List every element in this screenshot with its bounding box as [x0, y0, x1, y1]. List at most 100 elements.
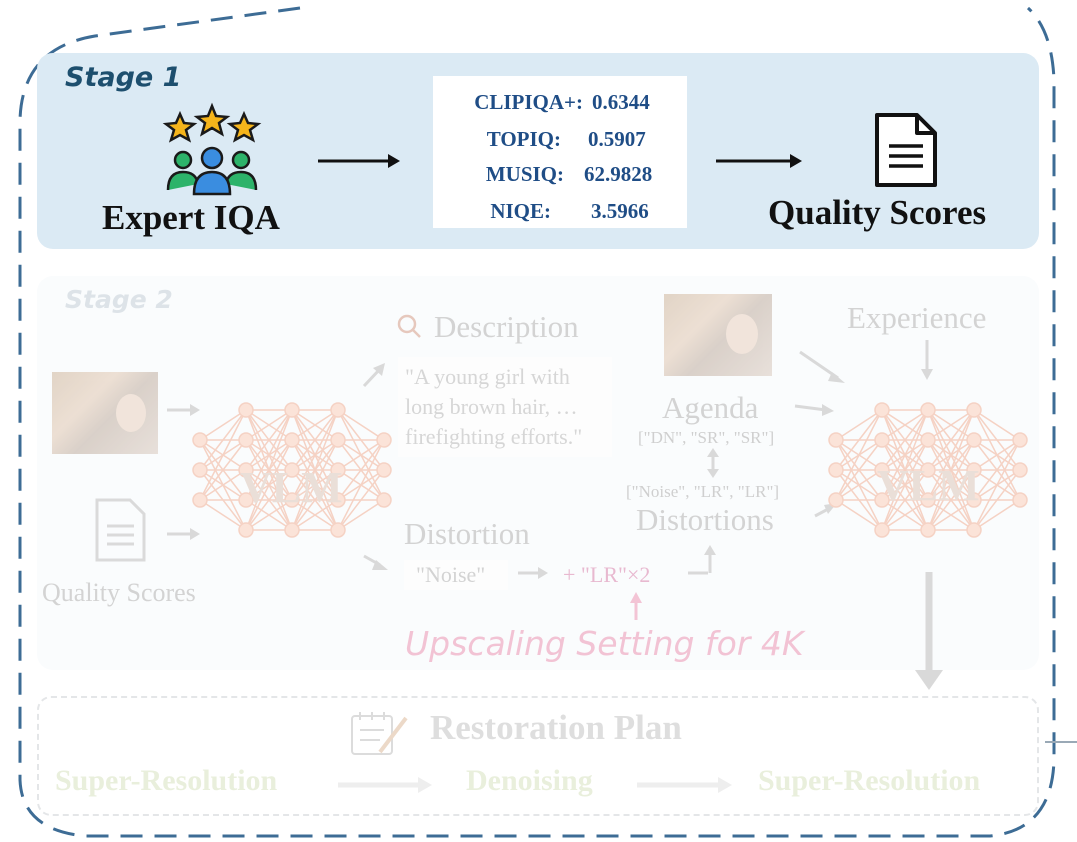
network-edge [291, 469, 339, 531]
network-node [330, 462, 346, 478]
network-edge [337, 439, 385, 501]
noise-label: "Noise" [416, 562, 486, 587]
stage2-arrows [167, 340, 943, 690]
metric-name-topiq: TOPIQ: [486, 127, 561, 151]
description-text: "A young girl with long brown hair, … fi… [405, 364, 583, 449]
network-edge [881, 499, 929, 531]
document-icon [875, 113, 937, 187]
network-edge [291, 499, 339, 531]
expert-iqa-label: Expert IQA [102, 198, 280, 237]
network-edge [973, 439, 1021, 531]
metric-name-musiq: MUSIQ: [485, 162, 564, 186]
network-node [874, 492, 890, 508]
network-node [376, 492, 392, 508]
network-node [874, 432, 890, 448]
metric-value-niqe: 3.5966 [591, 199, 649, 223]
network-node [238, 462, 254, 478]
network-node [192, 492, 208, 508]
arrow-expert-to-scores [318, 154, 400, 168]
network-node [238, 522, 254, 538]
network-edge [927, 499, 975, 531]
metric-scores-box [433, 76, 687, 228]
vlm-network-left [192, 402, 392, 538]
network-edge [337, 439, 385, 531]
network-edge [291, 409, 339, 471]
network-node [376, 462, 392, 478]
expert-stars-icon [162, 102, 262, 143]
network-edge [973, 469, 1021, 531]
reference-image [664, 294, 772, 376]
network-node [874, 462, 890, 478]
network-edge [337, 439, 385, 471]
quality-scores-label: Quality Scores [768, 193, 987, 232]
network-edge [337, 499, 385, 531]
restoration-plan-box [37, 696, 1039, 816]
plan-arrows [338, 777, 732, 793]
network-edge [199, 439, 247, 501]
network-node [376, 432, 392, 448]
arrow-scores-to-quality [716, 154, 802, 168]
network-edge [927, 469, 975, 531]
network-edge [245, 469, 293, 531]
network-edge [199, 469, 247, 501]
network-edge [835, 469, 883, 501]
plan-step-3: Super-Resolution [758, 764, 981, 797]
network-edge [927, 409, 975, 531]
metric-name-clipiqa: CLIPIQA+: [474, 90, 583, 114]
network-edge [881, 409, 929, 501]
network-node [828, 432, 844, 448]
network-edge [245, 409, 293, 441]
network-edge [927, 409, 975, 501]
outer-dashed-frame [18, 6, 1056, 838]
network-edge [835, 499, 883, 531]
plan-clipboard-icon [351, 712, 408, 755]
network-node [284, 462, 300, 478]
network-node [920, 402, 936, 418]
distortions-label: Distortions [636, 502, 774, 537]
network-edge [835, 409, 883, 471]
network-edge [835, 409, 883, 501]
network-node [1012, 462, 1028, 478]
network-node [192, 462, 208, 478]
network-edge [245, 499, 293, 531]
network-node [920, 462, 936, 478]
network-edge [199, 409, 247, 441]
restoration-plan-title: Restoration Plan [430, 708, 682, 747]
network-edge [927, 409, 975, 471]
upscaling-arrow [630, 592, 642, 620]
vlm-right-label: VLM [877, 461, 980, 510]
network-node [330, 492, 346, 508]
magnifier-icon [397, 314, 421, 338]
distortion-label: Distortion [404, 516, 530, 551]
network-edge [337, 409, 385, 441]
network-node [284, 402, 300, 418]
network-node [284, 522, 300, 538]
network-node [238, 432, 254, 448]
network-node [920, 522, 936, 538]
distortion-list: ["Noise", "LR", "LR"] [626, 482, 780, 501]
network-node [192, 432, 208, 448]
network-node [874, 522, 890, 538]
vlm-left-label: VLM [240, 463, 343, 512]
network-node [966, 462, 982, 478]
network-edge [199, 409, 247, 501]
plan-step-2: Denoising [466, 764, 593, 797]
network-edge [881, 409, 929, 471]
experience-label: Experience [847, 300, 987, 335]
network-node [966, 432, 982, 448]
stage2-quality-scores-label: Quality Scores [42, 578, 196, 607]
network-edge [291, 409, 339, 531]
network-edge [245, 409, 293, 471]
network-node [1012, 432, 1028, 448]
network-edge [973, 409, 1021, 441]
metric-value-topiq: 0.5907 [588, 127, 646, 151]
network-node [330, 522, 346, 538]
faint-document-icon [95, 498, 146, 562]
upscaling-note: Upscaling Setting for 4K [405, 624, 804, 663]
network-node [828, 462, 844, 478]
network-edge [291, 409, 339, 501]
input-image [52, 372, 158, 454]
